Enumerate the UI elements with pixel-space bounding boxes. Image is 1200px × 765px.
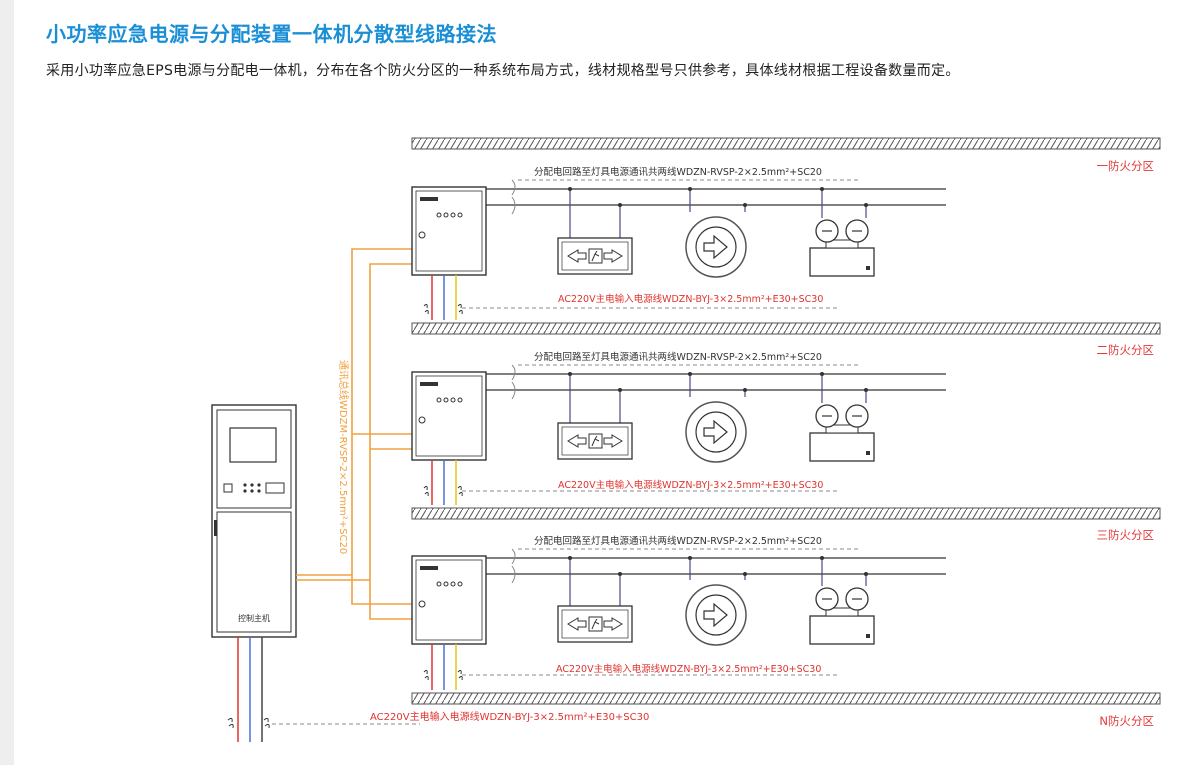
floor-slab [411, 322, 1161, 335]
comm-bus-cable [296, 248, 412, 620]
control-host-label: 控制主机 [238, 613, 270, 623]
distribution-box [411, 186, 487, 276]
main-input-label: AC220V主电输入电源线WDZN-BYJ-3×2.5mm²+E30+SC30 [558, 293, 823, 305]
direction-arrow-light-icon [685, 216, 747, 278]
distribution-box [411, 555, 487, 645]
main-input-label: AC220V主电输入电源线WDZN-BYJ-3×2.5mm²+E30+SC30 [558, 479, 823, 491]
branch-circuit-label: 分配电回路至灯具电源通讯共两线WDZN-RVSP-2×2.5mm²+SC20 [534, 351, 822, 363]
left-margin-band [0, 0, 14, 765]
zone-3: 分配电回路至灯具电源通讯共两线WDZN-RVSP-2×2.5mm²+SC20 三… [411, 528, 1155, 690]
twin-head-emergency-light-icon [809, 404, 875, 462]
twin-head-emergency-light-icon [809, 219, 875, 277]
zone-2: 分配电回路至灯具电源通讯共两线WDZN-RVSP-2×2.5mm²+SC20 二… [411, 343, 1155, 505]
page-subtitle: 采用小功率应急EPS电源与分配电一体机，分布在各个防火分区的一种系统布局方式，线… [46, 63, 960, 79]
branch-circuit-label: 分配电回路至灯具电源通讯共两线WDZN-RVSP-2×2.5mm²+SC20 [534, 535, 822, 547]
main-input-label: AC220V主电输入电源线WDZN-BYJ-3×2.5mm²+E30+SC30 [556, 663, 821, 675]
exit-sign-icon [557, 605, 633, 643]
comm-bus-label: 通讯总线WDZM-RVSP-2×2.5mm²+SC20 [337, 360, 350, 554]
exit-sign-icon [557, 237, 633, 275]
zone-name-label-n: N防火分区 [1099, 714, 1154, 728]
direction-arrow-light-icon [685, 584, 747, 646]
page-title: 小功率应急电源与分配装置一体机分散型线路接法 [46, 22, 497, 46]
zone-1: 分配电回路至灯具电源通讯共两线WDZN-RVSP-2×2.5mm²+SC20 一… [411, 159, 1155, 320]
zone-name-label: 三防火分区 [1097, 528, 1155, 542]
host-power-wires [227, 637, 420, 742]
host-main-input-label: AC220V主电输入电源线WDZN-BYJ-3×2.5mm²+E30+SC30 [370, 710, 649, 723]
control-host-cabinet [211, 404, 297, 638]
exit-sign-icon [557, 422, 633, 460]
branch-circuit-label: 分配电回路至灯具电源通讯共两线WDZN-RVSP-2×2.5mm²+SC20 [534, 166, 822, 178]
floor-slab [411, 692, 1161, 705]
zone-name-label: 一防火分区 [1097, 159, 1155, 173]
distribution-box [411, 371, 487, 461]
direction-arrow-light-icon [685, 401, 747, 463]
floor-slab [411, 507, 1161, 520]
floor-slab [411, 137, 1161, 150]
zone-name-label: 二防火分区 [1097, 343, 1155, 357]
twin-head-emergency-light-icon [809, 587, 875, 645]
